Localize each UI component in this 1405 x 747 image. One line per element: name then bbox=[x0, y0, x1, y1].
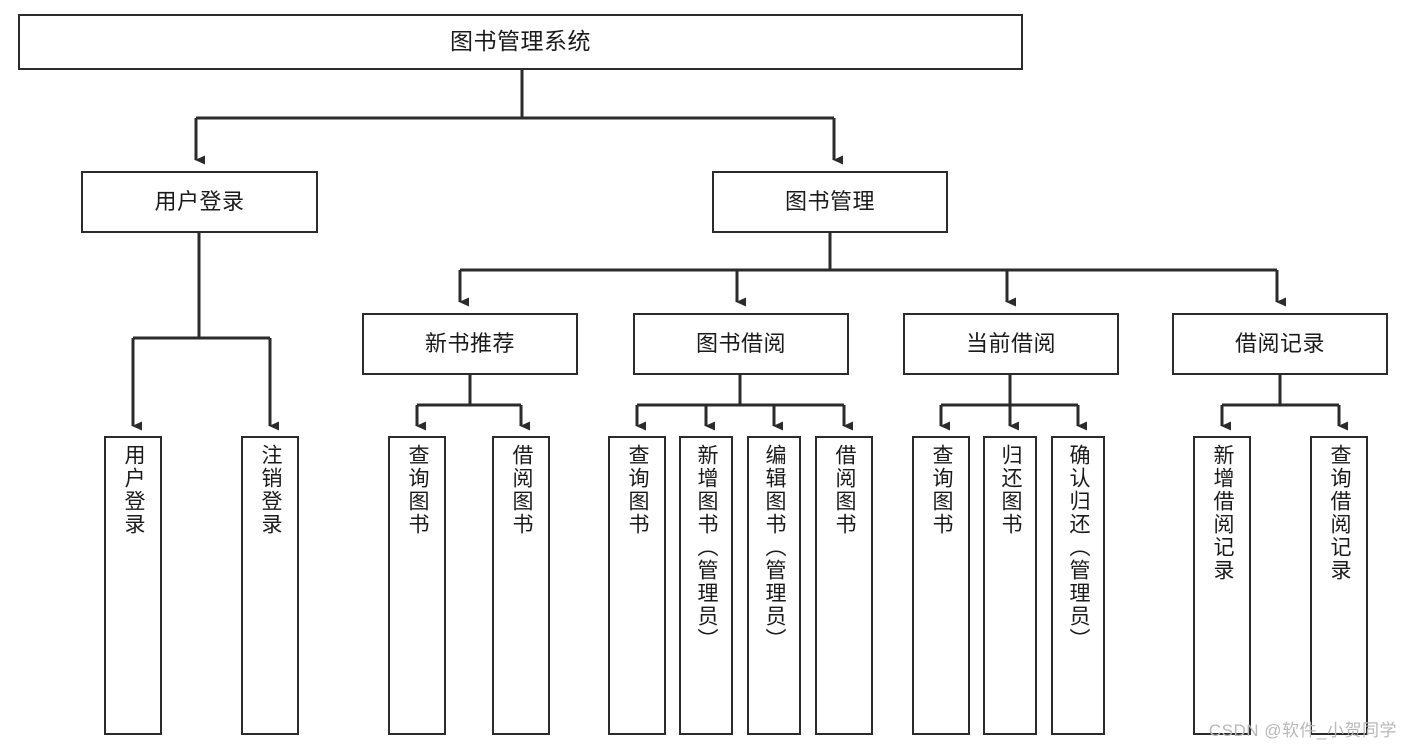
node-borrow-record[interactable]: 借阅记录 bbox=[1172, 313, 1388, 375]
node-leaf-user-login[interactable]: 用户登录 bbox=[104, 436, 162, 735]
node-root-system-label: 图书管理系统 bbox=[450, 28, 591, 55]
node-leaf-return-book[interactable]: 归还图书 bbox=[983, 436, 1037, 735]
node-leaf-query-book-3-label: 查询图书 bbox=[930, 444, 954, 536]
node-leaf-borrow-book-1[interactable]: 借阅图书 bbox=[492, 436, 550, 735]
node-leaf-query-book-2[interactable]: 查询图书 bbox=[608, 436, 666, 735]
node-leaf-query-record-label: 查询借阅记录 bbox=[1328, 444, 1352, 582]
node-leaf-add-book[interactable]: 新增图书（管理员） bbox=[679, 436, 733, 735]
node-current-borrow[interactable]: 当前借阅 bbox=[903, 313, 1119, 375]
node-leaf-borrow-book-2-label: 借阅图书 bbox=[833, 444, 857, 536]
node-leaf-borrow-book-1-label: 借阅图书 bbox=[510, 444, 534, 536]
node-current-borrow-label: 当前借阅 bbox=[965, 331, 1056, 357]
node-leaf-edit-book[interactable]: 编辑图书（管理员） bbox=[747, 436, 801, 735]
node-leaf-borrow-book-2[interactable]: 借阅图书 bbox=[815, 436, 873, 735]
node-leaf-logout-login[interactable]: 注销登录 bbox=[241, 436, 299, 735]
node-new-book-recommend-label: 新书推荐 bbox=[424, 331, 515, 357]
node-leaf-return-book-label: 归还图书 bbox=[999, 444, 1023, 536]
node-leaf-add-record-label: 新增借阅记录 bbox=[1211, 444, 1235, 582]
node-new-book-recommend[interactable]: 新书推荐 bbox=[362, 313, 578, 375]
csdn-watermark: CSDN @软件_小贺同学 bbox=[1208, 721, 1397, 740]
node-book-management-label: 图书管理 bbox=[784, 189, 875, 215]
node-user-login-label: 用户登录 bbox=[154, 189, 245, 215]
node-book-borrow-label: 图书借阅 bbox=[695, 331, 786, 357]
node-leaf-confirm-return-label: 确认归还（管理员） bbox=[1067, 444, 1091, 651]
node-leaf-add-book-label: 新增图书（管理员） bbox=[695, 444, 719, 651]
node-root-system[interactable]: 图书管理系统 bbox=[18, 14, 1023, 70]
node-leaf-edit-book-label: 编辑图书（管理员） bbox=[763, 444, 787, 651]
node-leaf-query-book-1-label: 查询图书 bbox=[406, 444, 430, 536]
node-leaf-query-record[interactable]: 查询借阅记录 bbox=[1310, 436, 1368, 735]
node-leaf-add-record[interactable]: 新增借阅记录 bbox=[1193, 436, 1251, 735]
node-leaf-query-book-1[interactable]: 查询图书 bbox=[388, 436, 446, 735]
node-leaf-logout-login-label: 注销登录 bbox=[259, 444, 283, 536]
node-user-login[interactable]: 用户登录 bbox=[81, 171, 318, 233]
node-leaf-confirm-return[interactable]: 确认归还（管理员） bbox=[1051, 436, 1105, 735]
node-leaf-query-book-3[interactable]: 查询图书 bbox=[912, 436, 970, 735]
node-borrow-record-label: 借阅记录 bbox=[1234, 331, 1325, 357]
node-book-borrow[interactable]: 图书借阅 bbox=[633, 313, 849, 375]
node-leaf-query-book-2-label: 查询图书 bbox=[626, 444, 650, 536]
node-leaf-user-login-label: 用户登录 bbox=[122, 444, 146, 536]
node-book-management[interactable]: 图书管理 bbox=[712, 171, 948, 233]
